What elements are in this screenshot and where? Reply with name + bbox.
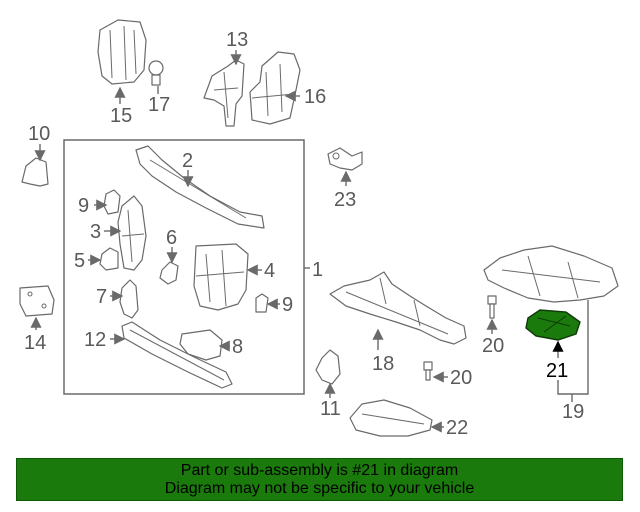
callout-9-left: 9 xyxy=(78,195,89,217)
callout-20-a: 20 xyxy=(450,367,472,389)
callout-18: 18 xyxy=(372,353,394,375)
callout-21: 21 xyxy=(546,360,568,382)
callout-10: 10 xyxy=(28,123,50,145)
callout-19: 19 xyxy=(562,401,584,423)
part-23-shape[interactable] xyxy=(327,147,363,171)
part-7-shape[interactable] xyxy=(119,279,139,319)
part-18-shape[interactable] xyxy=(329,271,467,345)
part-9-right-shape[interactable] xyxy=(255,293,269,313)
callout-7: 7 xyxy=(96,286,107,308)
callout-16: 16 xyxy=(304,86,326,108)
part-12-shape[interactable] xyxy=(121,321,233,389)
callout-11: 11 xyxy=(320,398,341,420)
callout-23: 23 xyxy=(334,189,356,211)
part-9-left-shape[interactable] xyxy=(103,189,121,215)
part-14-shape[interactable] xyxy=(19,285,55,317)
part-15-shape[interactable] xyxy=(97,19,147,85)
callout-14: 14 xyxy=(24,332,46,354)
assembly-box xyxy=(63,139,305,395)
part-16-shape[interactable] xyxy=(249,51,301,125)
part-17-shape[interactable] xyxy=(148,60,164,86)
part-19-shape[interactable] xyxy=(483,245,619,303)
callout-3: 3 xyxy=(90,221,101,243)
part-20-bolt-b[interactable] xyxy=(487,295,497,319)
callout-13: 13 xyxy=(226,29,248,51)
part-11-shape[interactable] xyxy=(315,349,341,385)
banner-line-2: Diagram may not be specific to your vehi… xyxy=(164,480,475,497)
part-4-shape[interactable] xyxy=(193,243,249,311)
callout-1: 1 xyxy=(312,259,323,281)
part-22-shape[interactable] xyxy=(349,399,433,437)
part-5-shape[interactable] xyxy=(99,247,119,271)
callout-9-right: 9 xyxy=(282,294,293,316)
callout-5: 5 xyxy=(74,250,85,272)
part-8-shape[interactable] xyxy=(179,329,223,361)
callout-17: 17 xyxy=(148,94,170,116)
callout-8: 8 xyxy=(232,336,243,358)
callout-4: 4 xyxy=(264,260,275,282)
callout-15: 15 xyxy=(110,105,132,127)
part-20-bolt-a[interactable] xyxy=(423,361,433,381)
callout-20-b: 20 xyxy=(482,335,504,357)
part-10-shape[interactable] xyxy=(21,157,49,187)
part-2-shape[interactable] xyxy=(135,145,265,229)
callout-12: 12 xyxy=(84,329,106,351)
part-3-shape[interactable] xyxy=(117,195,147,271)
callout-2: 2 xyxy=(182,150,193,172)
info-banner: Part or sub-assembly is #21 in diagram D… xyxy=(16,458,623,501)
part-21-shape[interactable] xyxy=(525,309,581,341)
part-13-shape[interactable] xyxy=(203,59,245,127)
callout-6: 6 xyxy=(166,227,177,249)
part-6-shape[interactable] xyxy=(159,261,179,285)
callout-22: 22 xyxy=(446,417,468,439)
banner-line-1: Part or sub-assembly is #21 in diagram xyxy=(180,462,459,479)
